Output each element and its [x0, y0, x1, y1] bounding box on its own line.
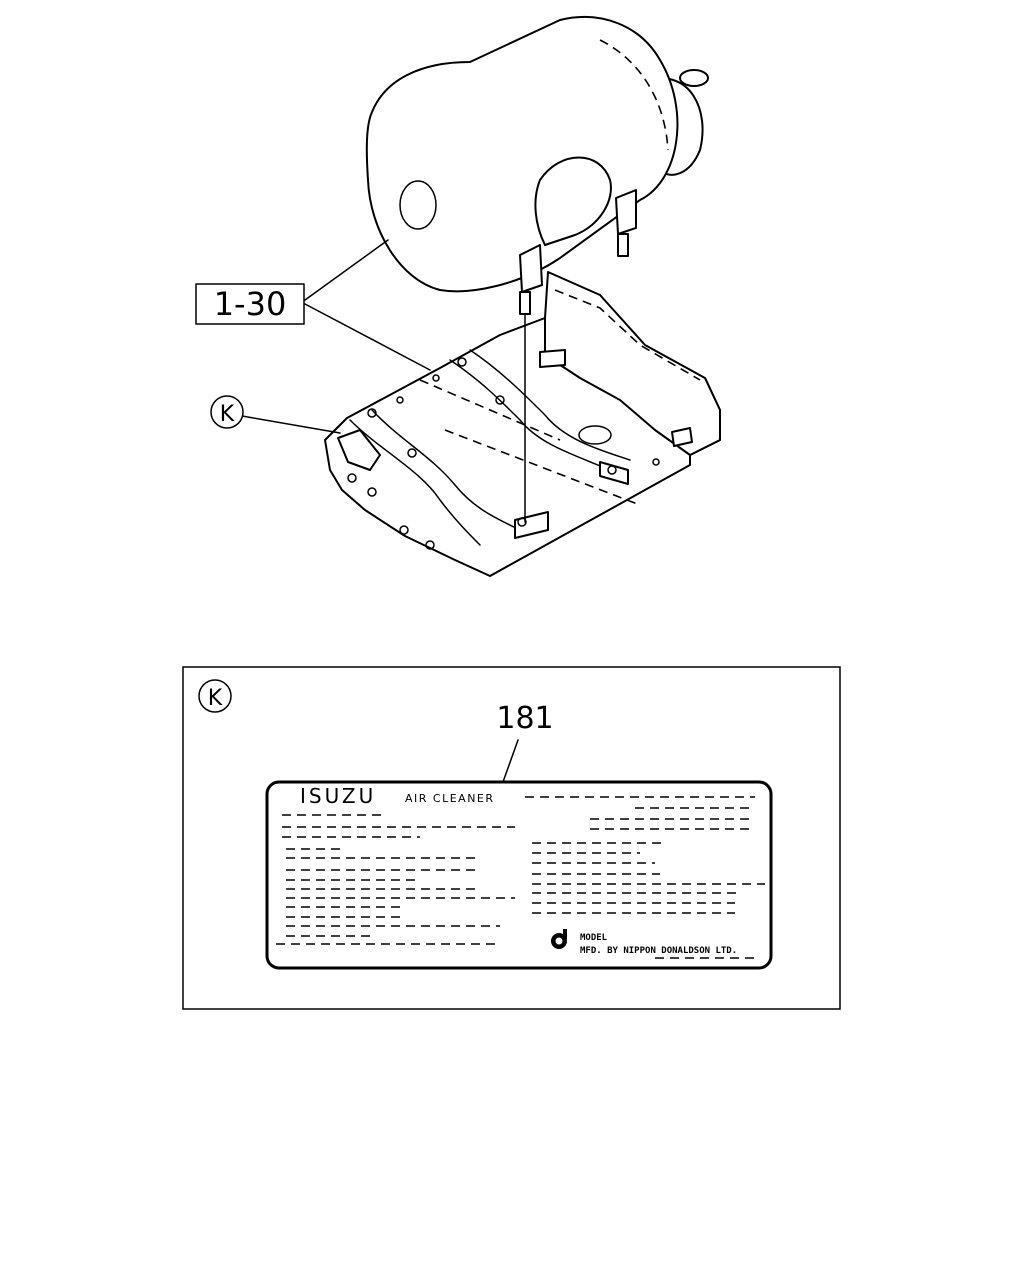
assembly-callout-text: 1-30: [214, 285, 287, 323]
assembly-leader-lines: [304, 239, 431, 371]
detail-marker-k: K: [210, 395, 341, 434]
label-plate: ISUZU AIR CLEANER: [265, 780, 773, 970]
label-manufacturer-text: MFD. BY NIPPON DONALDSON LTD.: [580, 946, 737, 956]
label-model-text: MODEL: [580, 933, 608, 943]
label-product: AIR CLEANER: [405, 792, 495, 805]
detail-k-panel: K 181 ISUZU AIR CLEANER: [182, 666, 841, 1010]
assembly-callout: 1-30: [195, 283, 305, 325]
label-part-number: 181: [496, 701, 553, 736]
mounting-bracket: [324, 271, 721, 577]
label-text-lines-left: [276, 814, 515, 945]
detail-marker-k-text: K: [220, 402, 235, 427]
label-brand: ISUZU: [300, 784, 376, 808]
label-text-lines-right: [525, 796, 765, 959]
detail-box-marker-text: K: [208, 686, 223, 711]
air-cleaner-body: [365, 16, 709, 523]
manufacturer-logo-icon: [551, 929, 567, 949]
